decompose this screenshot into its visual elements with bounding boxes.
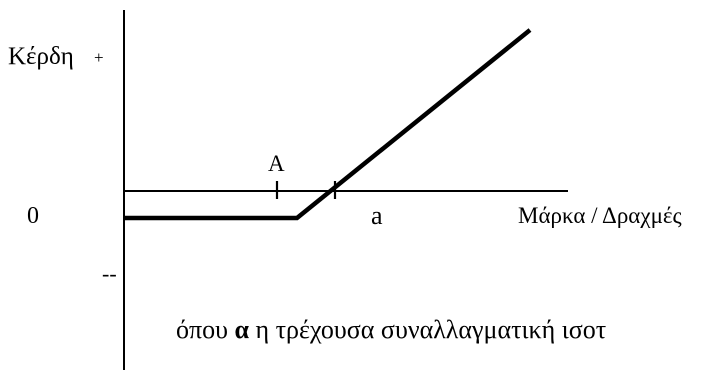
y-axis-label: Κέρδη: [8, 43, 74, 70]
point-a-label: a: [371, 201, 383, 230]
y-minus-sign: --: [102, 261, 117, 286]
caption-suffix: η τρέχουσα συναλλαγματική ισοτ: [249, 315, 606, 344]
y-plus-sign: +: [94, 48, 104, 67]
payoff-line: [124, 28, 532, 221]
x-axis-label: Μάρκα / Δραχμές: [518, 203, 682, 228]
caption-symbol: α: [235, 315, 250, 344]
origin-label: 0: [27, 203, 39, 229]
point-A-label: A: [268, 151, 285, 176]
caption-prefix: όπου: [176, 315, 235, 344]
caption: όπου α η τρέχουσα συναλλαγματική ισοτ: [176, 315, 606, 344]
